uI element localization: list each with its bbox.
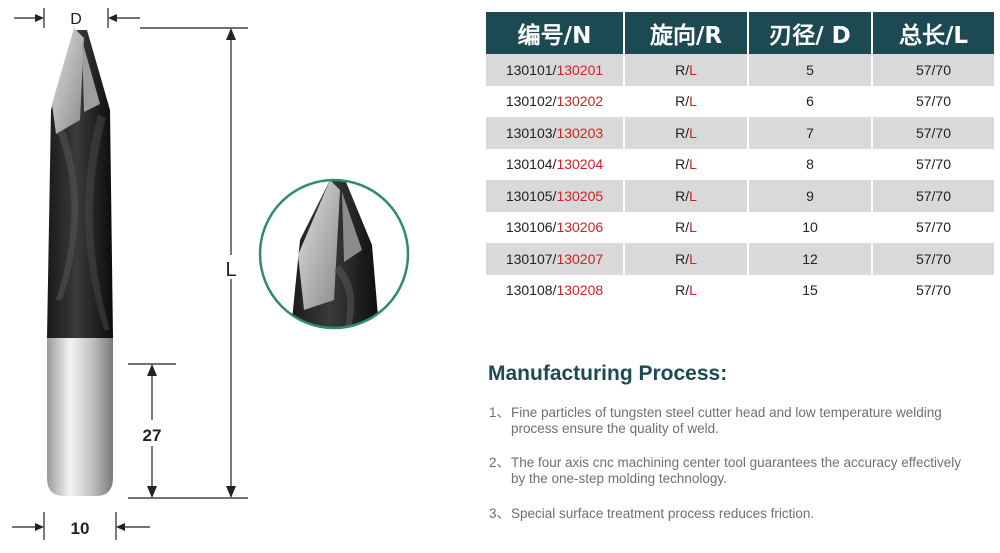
table-row: 130104/130204 R/L 8 57/70 [486, 148, 994, 180]
code-cell: 130101/130201 [486, 54, 625, 86]
code-cell: 130104/130204 [486, 148, 625, 180]
table-header-row: 编号/N 旋向/R 刃径/ D 总长/L [486, 12, 994, 54]
process-item-text: The four axis cnc machining center tool … [511, 455, 961, 470]
diameter-cell: 5 [748, 54, 873, 86]
shank-length-dimension [128, 363, 176, 498]
table-row: 130105/130205 R/L 9 57/70 [486, 180, 994, 212]
drill-bit [47, 28, 113, 496]
code-cell: 130107/130207 [486, 243, 625, 275]
process-item-text-cont: by the one-step molding technology. [511, 471, 727, 486]
table-row: 130103/130203 R/L 7 57/70 [486, 117, 994, 149]
diameter-cell: 15 [748, 274, 873, 306]
rotation-cell: R/L [624, 85, 749, 117]
table-row: 130101/130201 R/L 5 57/70 [486, 54, 994, 86]
process-item: 1、Fine particles of tungsten steel cutte… [489, 405, 997, 437]
table-row: 130108/130208 R/L 15 57/70 [486, 274, 994, 306]
process-item-number: 1、 [489, 405, 511, 420]
diameter-cell: 7 [748, 117, 873, 149]
header-number: 编号/N [486, 12, 625, 54]
table-row: 130107/130207 R/L 12 57/70 [486, 243, 994, 275]
process-title: Manufacturing Process: [488, 362, 728, 385]
process-item: 3、Special surface treatment process redu… [489, 506, 997, 522]
code-cell: 130108/130208 [486, 274, 625, 306]
header-rotation: 旋向/R [624, 12, 749, 54]
dim-shank-diameter-label: 10 [71, 519, 90, 538]
dim-d-label: D [70, 11, 82, 28]
code-cell: 130105/130205 [486, 180, 625, 212]
length-cell: 57/70 [915, 282, 952, 299]
length-cell: 57/70 [915, 93, 952, 110]
table-row: 130106/130206 R/L 10 57/70 [486, 211, 994, 243]
process-item-text-cont: process ensure the quality of weld. [511, 421, 719, 436]
diameter-cell: 10 [748, 211, 873, 243]
rotation-cell: R/L [624, 54, 749, 86]
rotation-cell: R/L [624, 117, 749, 149]
code-cell: 130102/130202 [486, 85, 625, 117]
shank-diameter-dimension [12, 512, 150, 540]
dim-shank-length-label: 27 [143, 426, 162, 445]
length-cell: 57/70 [915, 219, 952, 236]
diameter-cell: 9 [748, 180, 873, 212]
drill-bit-drawing: D L 27 10 [12, 8, 410, 540]
length-cell: 57/70 [915, 156, 952, 173]
rotation-cell: R/L [624, 211, 749, 243]
process-item-number: 2、 [489, 455, 511, 470]
rotation-cell: R/L [624, 180, 749, 212]
rotation-cell: R/L [624, 243, 749, 275]
process-item-text: Special surface treatment process reduce… [511, 506, 815, 521]
code-cell: 130106/130206 [486, 211, 625, 243]
spec-table: 编号/N 旋向/R 刃径/ D 总长/L 130101/130201 R/L 5… [486, 12, 994, 306]
rotation-cell: R/L [624, 274, 749, 306]
rotation-cell: R/L [624, 148, 749, 180]
process-item-number: 3、 [489, 506, 511, 521]
tip-closeup [258, 178, 410, 330]
length-cell: 57/70 [872, 117, 994, 149]
header-length: 总长/L [872, 12, 994, 54]
diameter-cell: 12 [748, 243, 873, 275]
length-cell: 57/70 [872, 180, 994, 212]
table-row: 130102/130202 R/L 6 57/70 [486, 85, 994, 117]
dim-l-label: L [225, 259, 236, 281]
length-cell: 57/70 [872, 54, 994, 86]
diameter-d-dimension [14, 8, 140, 28]
length-cell: 57/70 [872, 243, 994, 275]
diameter-cell: 6 [748, 85, 873, 117]
diameter-cell: 8 [748, 148, 873, 180]
process-item-text: Fine particles of tungsten steel cutter … [511, 405, 942, 420]
process-item: 2、The four axis cnc machining center too… [489, 455, 997, 487]
header-diameter: 刃径/ D [748, 12, 873, 54]
code-cell: 130103/130203 [486, 117, 625, 149]
